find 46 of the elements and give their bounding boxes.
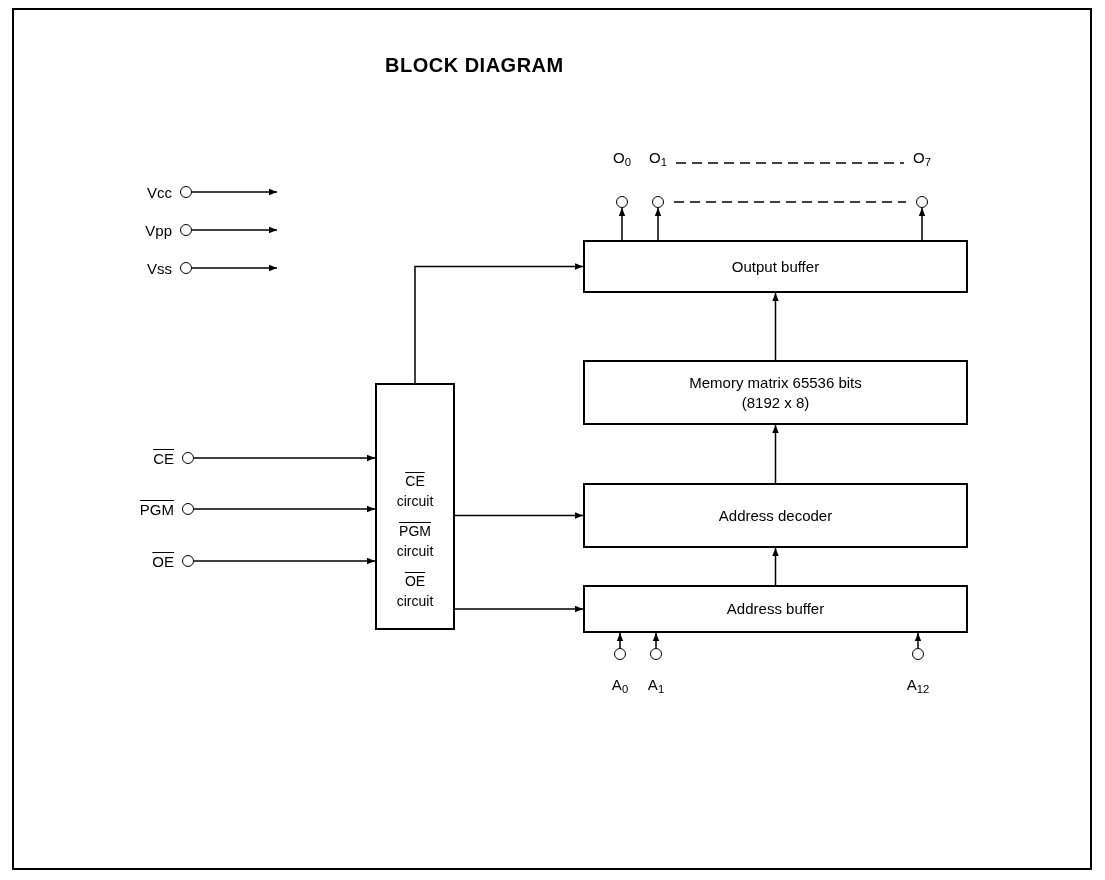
connector-arrow [772,547,779,586]
circuit-label: circuit [396,492,434,510]
circuit-label: CE [405,472,425,490]
connector-arrow [918,207,926,241]
connector-arrow [454,512,584,519]
pin-label: CE [153,450,174,466]
pin-label: PGM [139,501,174,517]
pin-label: O$_{1}$ [649,150,667,165]
circuit-label: circuit [396,542,434,560]
connector-arrow [654,207,662,241]
connector-arrow [191,264,278,272]
control-circuit-box [375,383,455,630]
pin-label: A$_{12}$ [906,677,930,692]
connector-arrow [652,632,660,649]
block-label: Address decoder [718,505,833,526]
pin-label: O$_{0}$ [613,150,631,165]
pin-label: O$_{7}$ [913,150,931,165]
connector-arrow [914,632,922,649]
connector-arrow [772,424,779,484]
connector-arrow [454,605,584,613]
block-box [583,483,968,548]
connector-arrow [193,557,376,565]
diagram-title: BLOCK DIAGRAM [385,53,564,78]
connector-arrow [191,188,278,196]
block-label: Output buffer [731,256,820,277]
pin-label: A$_{0}$ [611,677,629,692]
circuit-label: PGM [399,522,431,540]
connector-arrow [193,454,376,462]
block-box [583,360,968,425]
pin-label: A$_{1}$ [647,677,665,692]
connector-arrow [193,505,376,513]
connector-arrow [414,263,584,384]
circuit-label: circuit [396,592,434,610]
block-box [583,585,968,633]
pin-label: Vss [147,260,172,276]
circuit-label: OE [404,572,426,590]
pin-label: OE [152,553,174,569]
connector-arrow [191,226,278,234]
block-label: Memory matrix 65536 bits (8192 x 8) [688,372,863,413]
block-box [583,240,968,293]
block-label: Address buffer [726,599,825,619]
connector-arrow [618,207,626,241]
pin-label: Vpp [145,222,172,238]
pin-label: Vcc [147,184,172,200]
connector-arrow [772,292,779,361]
connector-arrow [616,632,624,649]
